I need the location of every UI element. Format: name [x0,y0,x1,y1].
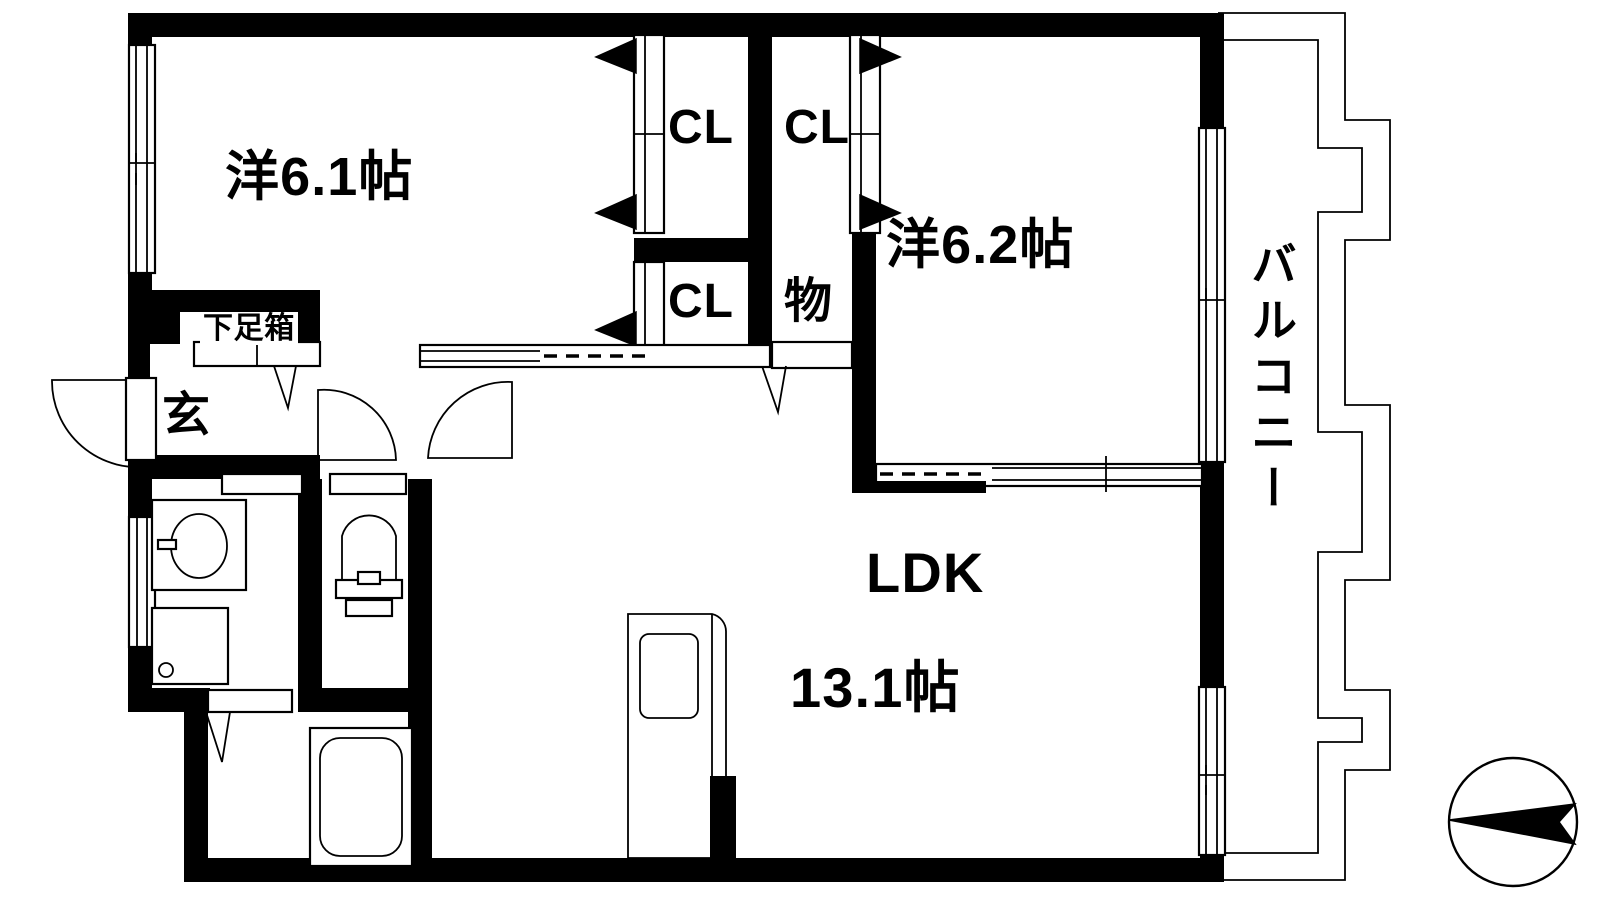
exterior-wall-left-bath-upper [128,479,152,517]
compass-north-arrow [1447,756,1579,888]
closet-wall-center-vertical [748,13,772,365]
closet-wall-left-seg [634,238,658,262]
genkan-wall-left [128,290,150,390]
room-label-balcony: バルコニー [1245,240,1297,520]
storage-door-swing-arrow [761,365,787,416]
shoe-cabinet-swing-arrow [273,365,297,412]
toilet-fixture [334,514,404,618]
shoe-cabinet-label: 下足箱 [200,313,298,345]
washroom-top-doorway [220,472,304,496]
washroom-door-swing-arrow [205,711,231,763]
storage-label: 物 [784,275,833,328]
entrance-door-panel [124,376,158,462]
washroom-bottom-door[interactable] [206,688,294,714]
washbasin-fixture [150,498,248,592]
closet-door-mid-left[interactable] [632,260,666,350]
sliding-door-room62-ldk[interactable] [874,456,1204,492]
sliding-door-hall-ldk[interactable] [418,343,772,369]
exterior-wall-right-top [1200,13,1224,128]
room-label-genkan: 玄 [162,389,211,442]
bathroom-wall-gap-right [408,620,432,712]
window-right-ldk [1197,685,1227,857]
door-washroom-swing[interactable] [316,388,412,464]
window-left-room61 [127,43,157,275]
storage-door[interactable] [770,340,854,370]
window-right-room62 [1197,126,1227,464]
exterior-wall-right-mid [1200,463,1224,688]
exterior-wall-left-upper [128,13,152,45]
closet-label-mid-left: CL [668,275,734,328]
washroom-wall-bottom [128,688,210,712]
door-hall-swing[interactable] [420,380,516,462]
bathtub-fixture [308,726,414,868]
shoe-cabinet-unit [192,340,322,368]
closet-door-arrow-top-left [594,37,637,231]
closet-label-top-right: CL [784,101,850,154]
closet-door-top-left[interactable] [632,33,666,235]
closet-door-arrow-mid-left [594,310,637,348]
entrance-door[interactable] [46,378,162,469]
toilet-room-doorway [328,472,408,496]
kitchen-partition-wall [710,840,736,882]
closet-door-arrow-top-right [859,37,902,231]
genkan-wall-top [128,290,320,312]
wall-under-sliding-room62 [876,481,986,493]
exterior-wall-right-bottom [1200,855,1224,882]
room-label-ldk-size: 13.1帖 [790,656,961,719]
exterior-wall-top [128,13,1223,37]
room-label-ldk-title: LDK [866,541,985,604]
exterior-wall-left-bathroom [184,690,208,880]
wall-room62-ldk-left [852,455,876,493]
room-label-western-6-2: 洋6.2帖 [886,215,1075,275]
washroom-wall-right [298,479,322,711]
room-label-western-6-1: 洋6.1帖 [225,147,414,207]
shoe-cabinet-block [150,312,180,344]
washer-space-fixture [150,606,230,686]
closet-label-top-left: CL [668,101,734,154]
